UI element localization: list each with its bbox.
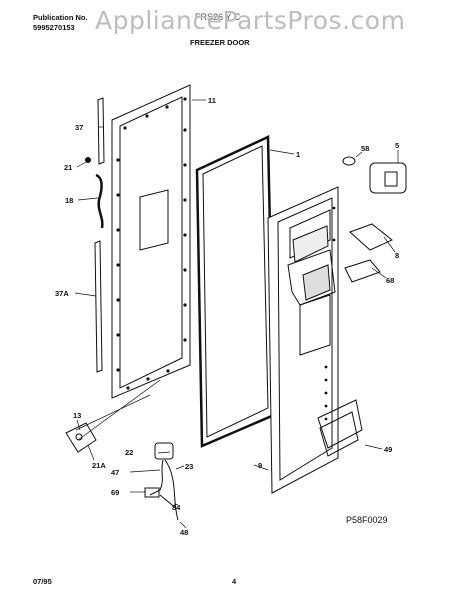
callout-21: 21 xyxy=(64,163,72,172)
publication-label: Publication No. xyxy=(33,13,88,22)
upper-handle-rail xyxy=(97,97,105,165)
door-bin xyxy=(317,399,363,457)
callout-1: 1 xyxy=(296,150,300,159)
screw-21 xyxy=(85,157,91,163)
callout-5: 5 xyxy=(395,141,399,150)
callout-9: 9 xyxy=(258,461,262,470)
callout-11: 11 xyxy=(208,96,216,105)
model-number: FRS26 Y C xyxy=(195,12,241,22)
callout-18: 18 xyxy=(65,196,73,205)
callout-68: 68 xyxy=(386,276,394,285)
publication-number: 5995270153 xyxy=(33,23,75,32)
door-shelf-small xyxy=(349,223,393,251)
section-title: FREEZER DOOR xyxy=(190,38,250,47)
callout-23: 23 xyxy=(185,462,193,471)
callout-22: 22 xyxy=(125,448,133,457)
wiring-harness xyxy=(144,442,179,521)
dispenser-module xyxy=(369,162,407,194)
lower-handle-rail xyxy=(94,240,103,373)
callout-37a: 37A xyxy=(55,289,69,298)
callout-48: 48 xyxy=(180,528,188,537)
bulb-58 xyxy=(342,156,356,166)
callout-69: 69 xyxy=(111,488,119,497)
door-outer-panel xyxy=(111,84,191,399)
watermark: AppliancePartsPros.com xyxy=(95,6,406,35)
callout-47: 47 xyxy=(111,468,119,477)
callout-58: 58 xyxy=(361,144,369,153)
figure-code: P58F0029 xyxy=(346,515,388,525)
callout-8: 8 xyxy=(395,251,399,260)
callout-84: 84 xyxy=(172,503,181,512)
footer-date: 07/95 xyxy=(33,577,52,586)
page-number: 4 xyxy=(232,577,237,586)
door-gasket xyxy=(195,135,276,448)
dispenser-cover xyxy=(344,259,381,283)
handle-bracket xyxy=(95,173,104,229)
callout-13: 13 xyxy=(73,411,81,420)
callout-37: 37 xyxy=(75,123,83,132)
callout-49: 49 xyxy=(384,445,392,454)
callout-21a: 21A xyxy=(92,461,106,470)
